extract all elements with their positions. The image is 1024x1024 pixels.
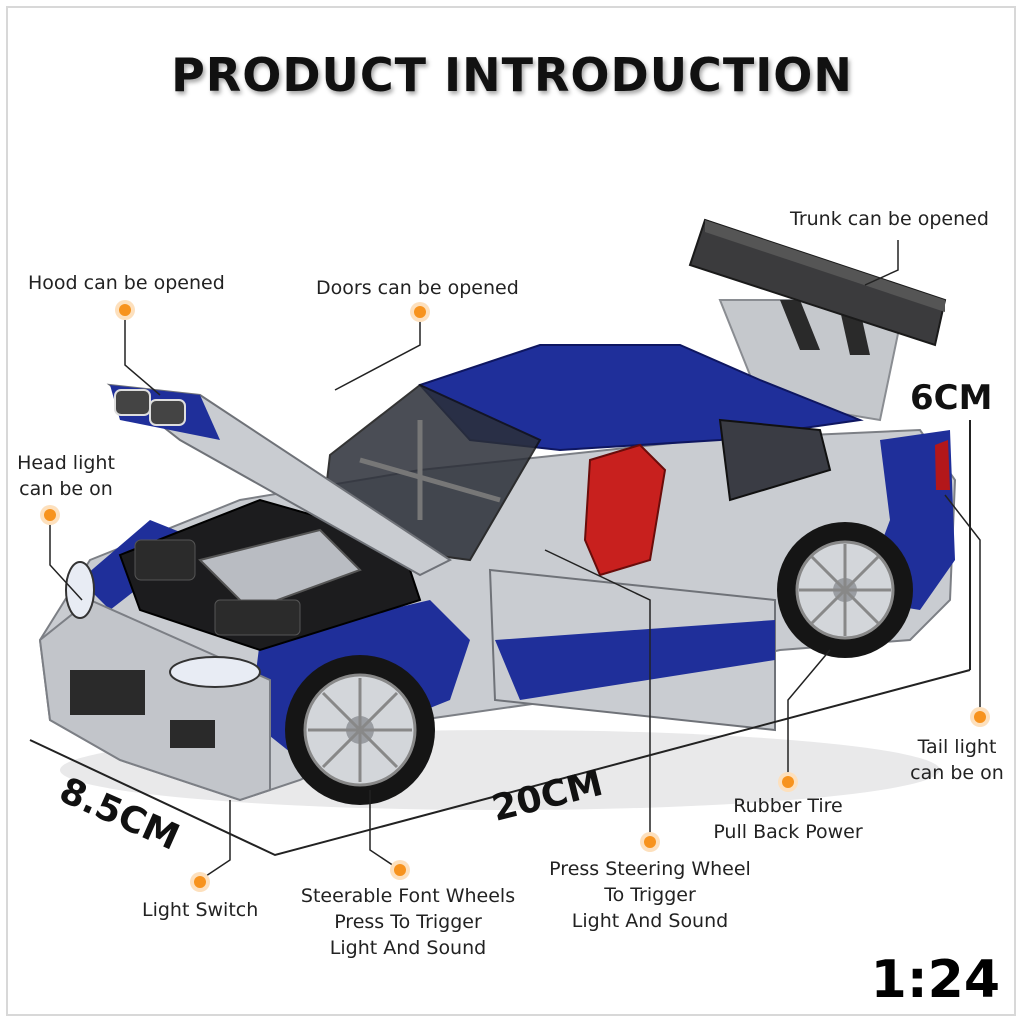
callout-dots: [40, 300, 990, 892]
rear-window: [718, 418, 832, 502]
callout-headlight: Head light can be on: [14, 450, 118, 502]
leader-wheels: [369, 790, 401, 871]
callout-taillight: Tail light can be on: [905, 734, 1009, 786]
callout-headlight-line1: Head light: [17, 452, 115, 474]
callout-wheels-line1: Steerable Font Wheels: [300, 885, 516, 907]
callout-front-wheels: Steerable Font Wheels Press To Trigger L…: [290, 883, 526, 961]
kidney-grille-right: [149, 399, 186, 426]
roll-cage-bar: [359, 457, 501, 503]
callout-light-switch: Light Switch: [142, 899, 259, 921]
tail-light: [935, 440, 950, 490]
leader-steering: [544, 549, 651, 842]
callout-taillight-line1: Tail light: [917, 736, 997, 758]
page-title: PRODUCT INTRODUCTION: [171, 48, 853, 102]
headlight-left: [65, 561, 95, 619]
callout-hood: Hood can be opened: [28, 272, 225, 294]
front-bumper: [38, 598, 271, 802]
callout-steering-line3: Light And Sound: [571, 910, 729, 932]
callout-leaders: [49, 240, 981, 881]
engine-cover: [198, 528, 362, 612]
engine-vent: [214, 599, 301, 636]
leader-doors: [334, 312, 421, 391]
callout-wheels-line3: Light And Sound: [329, 937, 487, 959]
callout-wheels-line2: Press To Trigger: [334, 911, 482, 933]
front-wheel: [285, 655, 435, 805]
leader-rubber: [787, 649, 831, 782]
image-frame: [6, 6, 1016, 1016]
callout-doors: Doors can be opened: [316, 277, 519, 299]
callout-headlight-line2: can be on: [19, 478, 113, 500]
air-intake: [134, 539, 196, 581]
fog-vent: [170, 720, 215, 748]
leader-light-switch: [199, 800, 231, 881]
callout-trunk: Trunk can be opened: [790, 208, 989, 230]
kidney-grille-left: [114, 389, 151, 416]
leader-hood: [124, 310, 161, 396]
scale-label: 1:24: [870, 950, 1000, 1010]
callout-taillight-line2: can be on: [910, 762, 1004, 784]
callout-rubber-tire: Rubber Tire Pull Back Power: [700, 793, 876, 845]
dimension-height: 6CM: [910, 378, 993, 418]
spoiler-support-left: [780, 300, 820, 350]
dimension-lines: [29, 420, 971, 857]
leader-headlight: [49, 515, 83, 601]
leader-taillight: [944, 494, 981, 715]
leader-trunk: [864, 240, 899, 286]
rear-spoiler-top: [705, 220, 945, 312]
racing-seat: [583, 443, 667, 577]
callout-rubber-line2: Pull Back Power: [713, 821, 863, 843]
callout-rubber-line1: Rubber Tire: [733, 795, 843, 817]
rear-wheel: [777, 522, 913, 658]
dimension-base-line: [29, 669, 971, 857]
front-grille: [70, 670, 145, 715]
door-stripe: [495, 620, 775, 700]
headlight-right: [169, 656, 261, 688]
callout-steering-line2: To Trigger: [604, 884, 696, 906]
callout-steering-wheel: Press Steering Wheel To Trigger Light An…: [540, 856, 760, 934]
callout-steering-line1: Press Steering Wheel: [549, 858, 751, 880]
